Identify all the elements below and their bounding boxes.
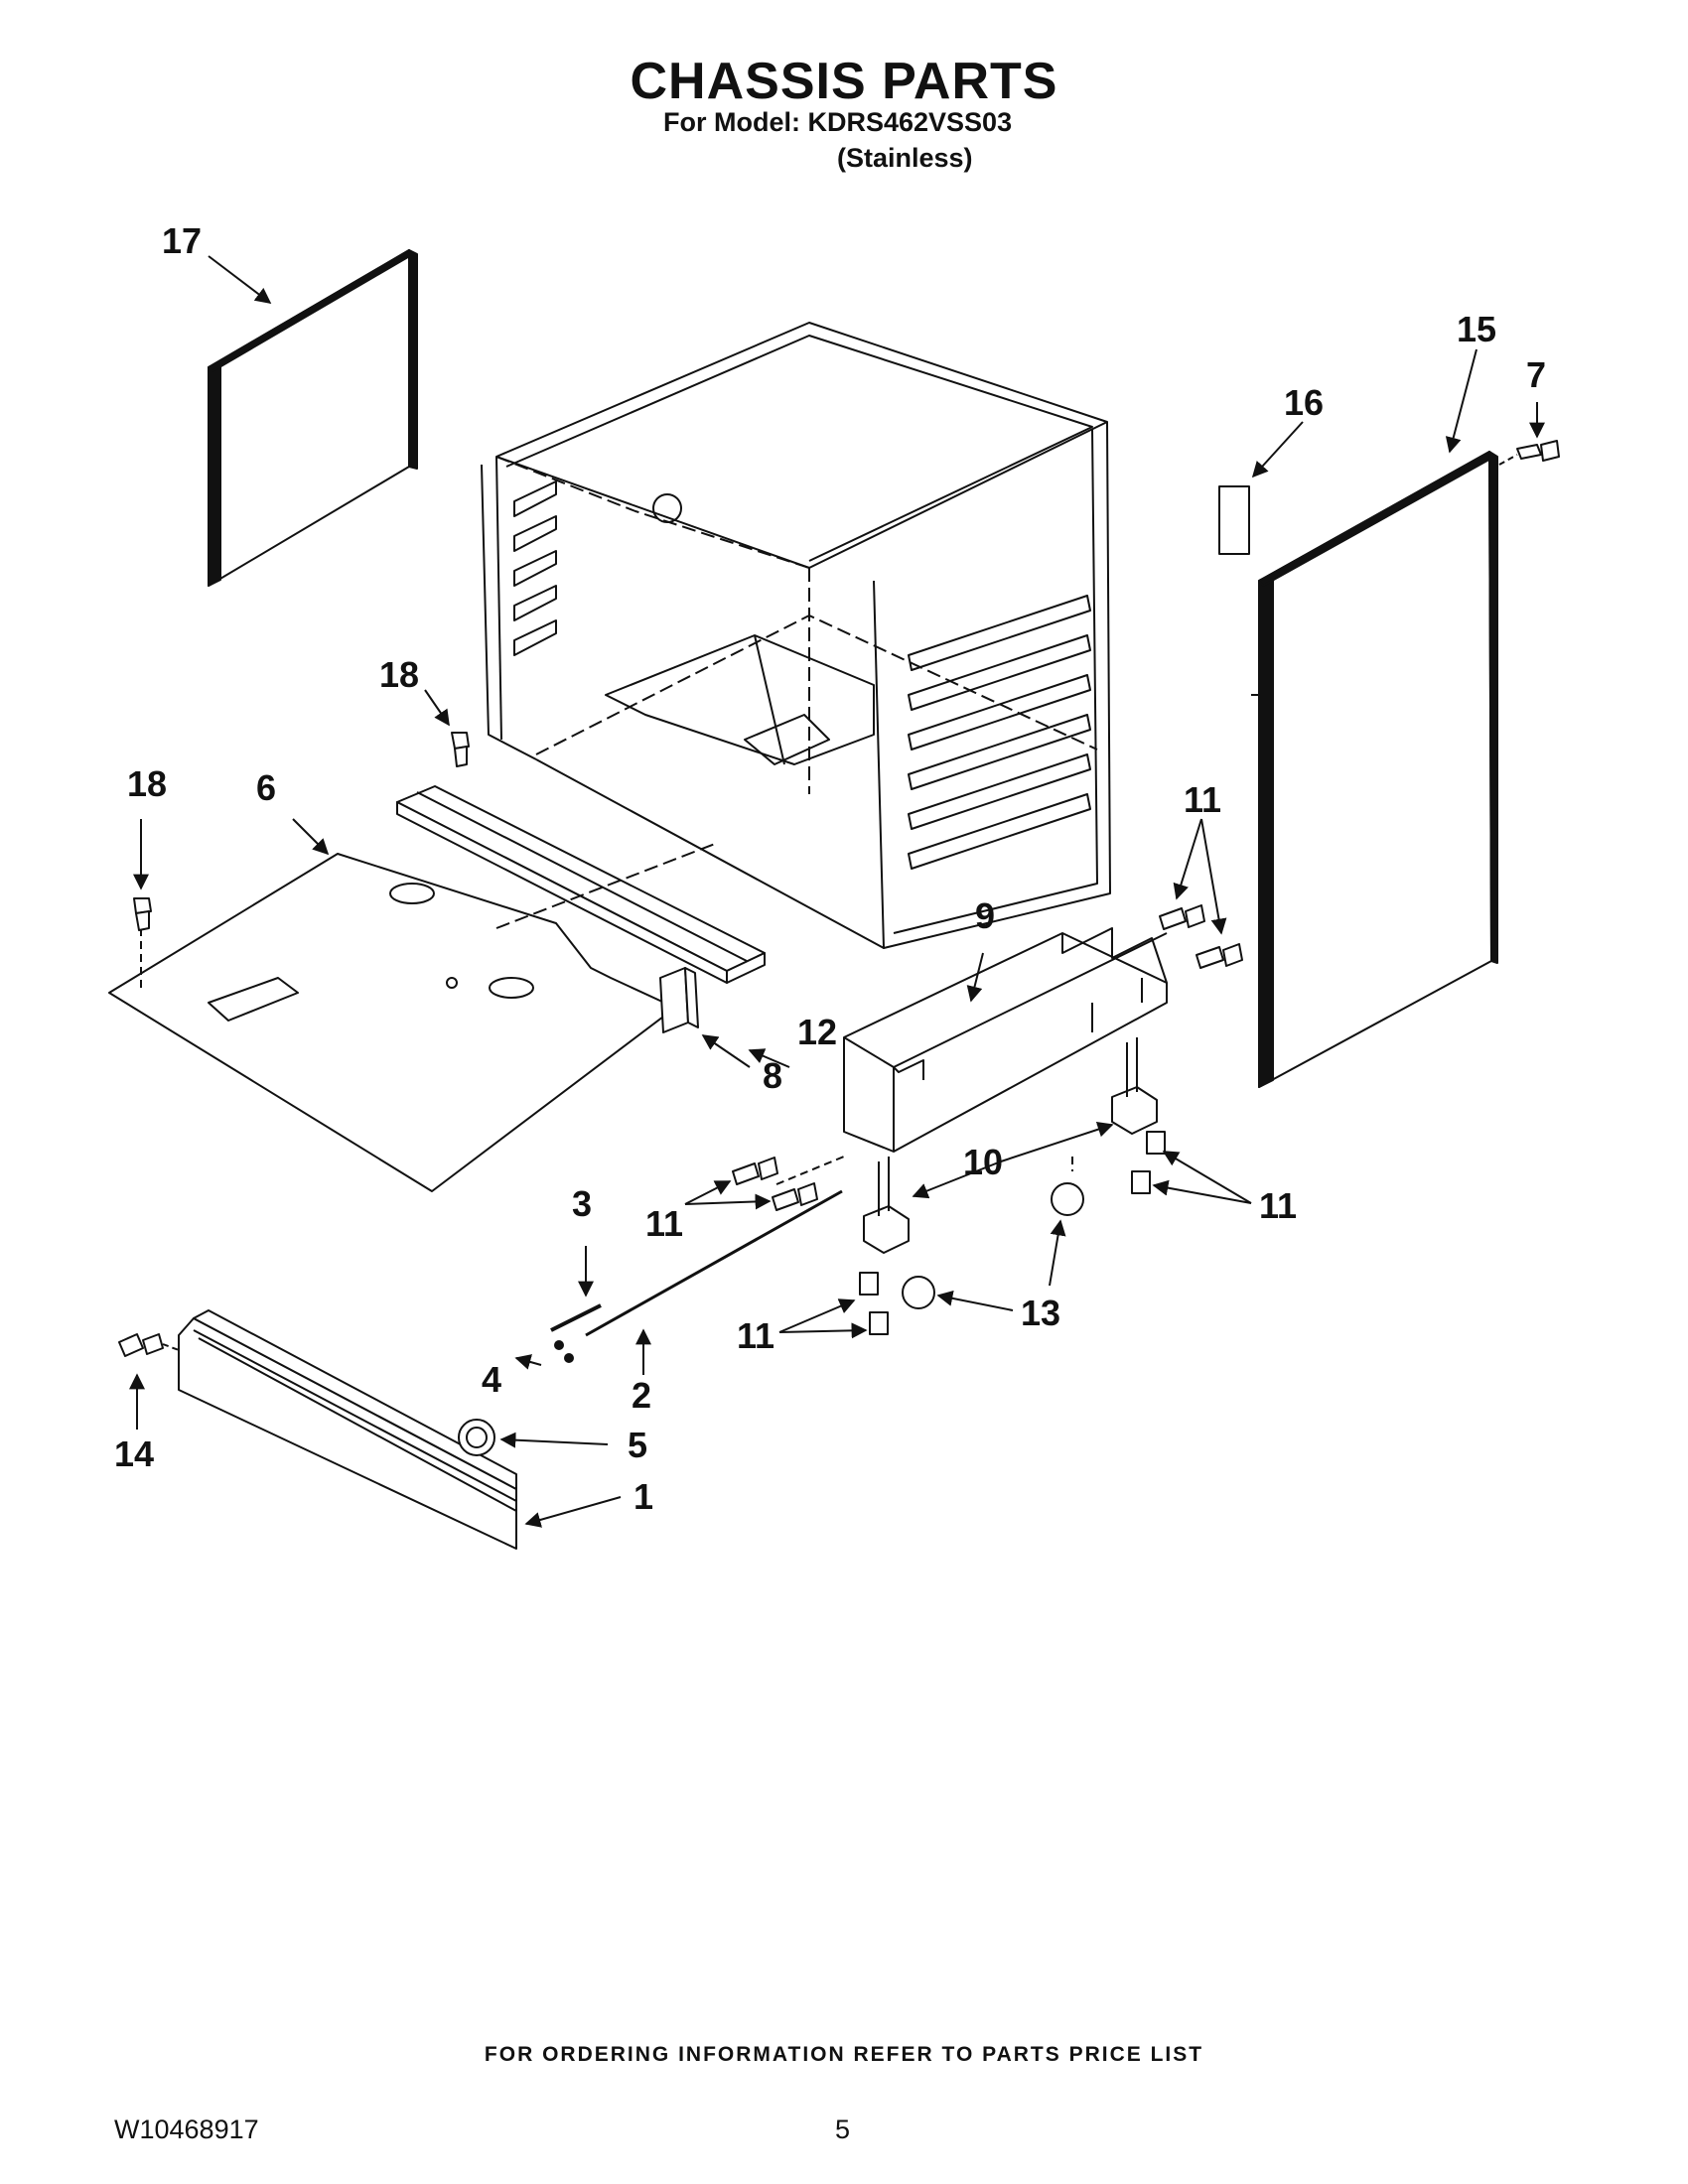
callout-17: 17 [162, 220, 202, 261]
callout-4: 4 [482, 1359, 501, 1400]
bottom-panel [108, 853, 676, 1192]
screw-top-right [1498, 440, 1560, 466]
screws-18 [133, 732, 470, 931]
model-line: For Model: KDRS462VSS03 [663, 107, 1013, 137]
callout-18-left: 18 [127, 763, 167, 804]
callout-11-right-top: 11 [1184, 779, 1221, 820]
callout-3: 3 [572, 1183, 592, 1224]
screws-group [732, 904, 1243, 1335]
page-number: 5 [835, 2115, 851, 2144]
callout-7: 7 [1526, 354, 1546, 395]
leveling-bracket [843, 927, 1168, 1153]
leveling-leg-left [863, 1157, 910, 1254]
side-panel-left [208, 249, 418, 587]
small-bracket [659, 967, 699, 1033]
callout-9: 9 [975, 895, 995, 936]
grille-disk-inner [466, 1427, 488, 1448]
callout-10: 10 [963, 1142, 1003, 1182]
screw-14 [118, 1333, 180, 1357]
toe-kick-panel [178, 1309, 517, 1550]
callout-16: 16 [1284, 382, 1324, 423]
callout-2: 2 [632, 1375, 651, 1416]
callout-labels: 17 15 7 16 18 18 6 11 9 12 8 10 3 11 11 … [114, 220, 1546, 1517]
callout-11-left: 11 [645, 1203, 683, 1244]
oven-chassis-frame [481, 322, 1111, 949]
side-panel-right [1251, 451, 1498, 1088]
pin [550, 1303, 602, 1332]
callout-1: 1 [633, 1476, 653, 1517]
leveling-foot-right [1051, 1182, 1084, 1216]
callout-8: 8 [763, 1055, 782, 1096]
front-rail-bracket [396, 785, 766, 984]
clip-bottom [564, 1353, 574, 1363]
grille-disk [458, 1419, 495, 1456]
ordering-note: FOR ORDERING INFORMATION REFER TO PARTS … [484, 2043, 1204, 2066]
callout-11-right-bottom: 11 [1259, 1185, 1297, 1226]
callout-11-bottom: 11 [737, 1315, 774, 1356]
leveling-foot-left [902, 1276, 935, 1309]
leveling-leg-right [1111, 1037, 1158, 1135]
page-title: CHASSIS PARTS [630, 53, 1058, 110]
toe-kick-rod [585, 1189, 843, 1337]
variant-line: (Stainless) [837, 143, 973, 173]
callout-18-top: 18 [379, 654, 419, 695]
callout-15: 15 [1457, 309, 1496, 349]
clip-top [554, 1340, 564, 1350]
callout-6: 6 [256, 767, 276, 808]
document-number: W10468917 [114, 2115, 259, 2144]
callout-5: 5 [628, 1425, 647, 1465]
leader-arrows [129, 255, 1545, 1528]
callout-12: 12 [797, 1012, 837, 1052]
label-sticker [1218, 485, 1250, 555]
callout-14: 14 [114, 1433, 154, 1474]
callout-13: 13 [1021, 1293, 1060, 1333]
